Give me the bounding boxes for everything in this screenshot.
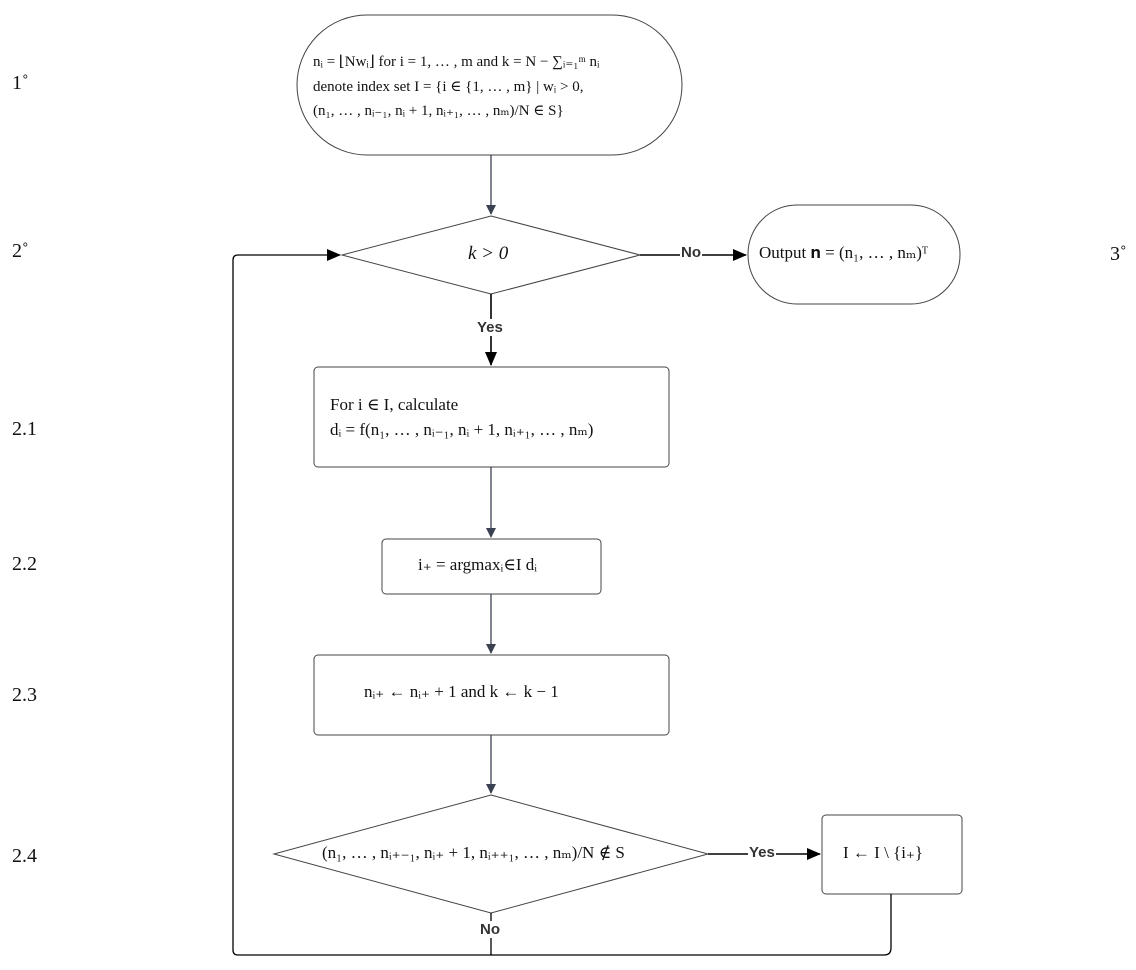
init-text-line-1: nᵢ = ⌊Nwᵢ⌋ for i = 1, … , m and k = N − …: [313, 54, 600, 70]
init-text-line-3: (n₁, … , nᵢ₋₁, nᵢ + 1, nᵢ₊₁, … , nₘ)/N ∈…: [313, 103, 564, 119]
init-terminal-shape: [296, 14, 683, 156]
calc-text-line-2: dᵢ = f(n₁, … , nᵢ₋₁, nᵢ + 1, nᵢ₊₁, … , n…: [330, 420, 594, 439]
edge-label-no-back: No: [479, 921, 501, 938]
calc-text-line-1: For i ∈ I, calculate: [330, 395, 459, 414]
argmax-text: i₊ = argmaxᵢ∈I dᵢ: [418, 555, 538, 574]
step-label-2-4: 2.4: [12, 845, 37, 867]
edge-s-no-loopback: [232, 249, 492, 956]
step-label-3: 3˚: [1110, 243, 1127, 265]
step-label-2-3: 2.3: [12, 684, 37, 706]
edge-label-yes-calc: Yes: [476, 319, 504, 336]
step-label-1: 1˚: [12, 72, 29, 94]
remove-process-shape: [821, 814, 963, 895]
edge-label-yes-remove: Yes: [748, 844, 776, 861]
step-label-2: 2˚: [12, 240, 29, 262]
step-label-2-2: 2.2: [12, 553, 37, 575]
calc-process-shape: [313, 366, 670, 468]
output-text: Output 𝐧 = (n₁, … , nₘ)ᵀ: [759, 243, 929, 262]
k-decision-text: k > 0: [468, 243, 509, 264]
edge-label-no-output: No: [680, 244, 702, 261]
remove-text: I ← I \ {i₊}: [843, 843, 924, 862]
edge-remove-loopback: [491, 894, 892, 956]
update-text: nᵢ₊ ← nᵢ₊ + 1 and k ← k − 1: [364, 682, 559, 701]
output-terminal-shape: [747, 204, 961, 305]
init-text-line-2: denote index set I = {i ∈ {1, … , m} | w…: [313, 79, 584, 95]
s-decision-text: (n₁, … , nᵢ₊₋₁, nᵢ₊ + 1, nᵢ₊₊₁, … , nₘ)/…: [322, 843, 625, 862]
step-label-2-1: 2.1: [12, 418, 37, 440]
